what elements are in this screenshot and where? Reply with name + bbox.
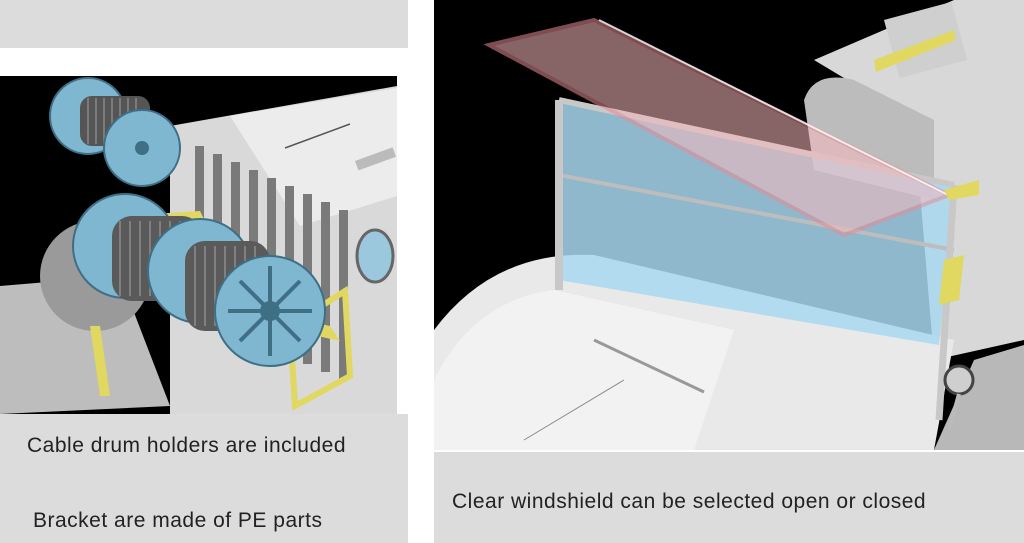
caption-bracket: Bracket are made of PE parts (33, 509, 323, 532)
top-left-strip (0, 0, 408, 48)
left-caption-panel (0, 414, 408, 543)
caption-cable-drum: Cable drum holders are included (27, 434, 347, 457)
windshield-illustration (434, 0, 1024, 450)
windshield-render (434, 0, 1024, 450)
right-caption-panel (434, 452, 1024, 543)
cable-drum-illustration (0, 76, 397, 414)
cable-drum-render (0, 76, 397, 414)
caption-windshield: Clear windshield can be selected open or… (452, 490, 927, 513)
